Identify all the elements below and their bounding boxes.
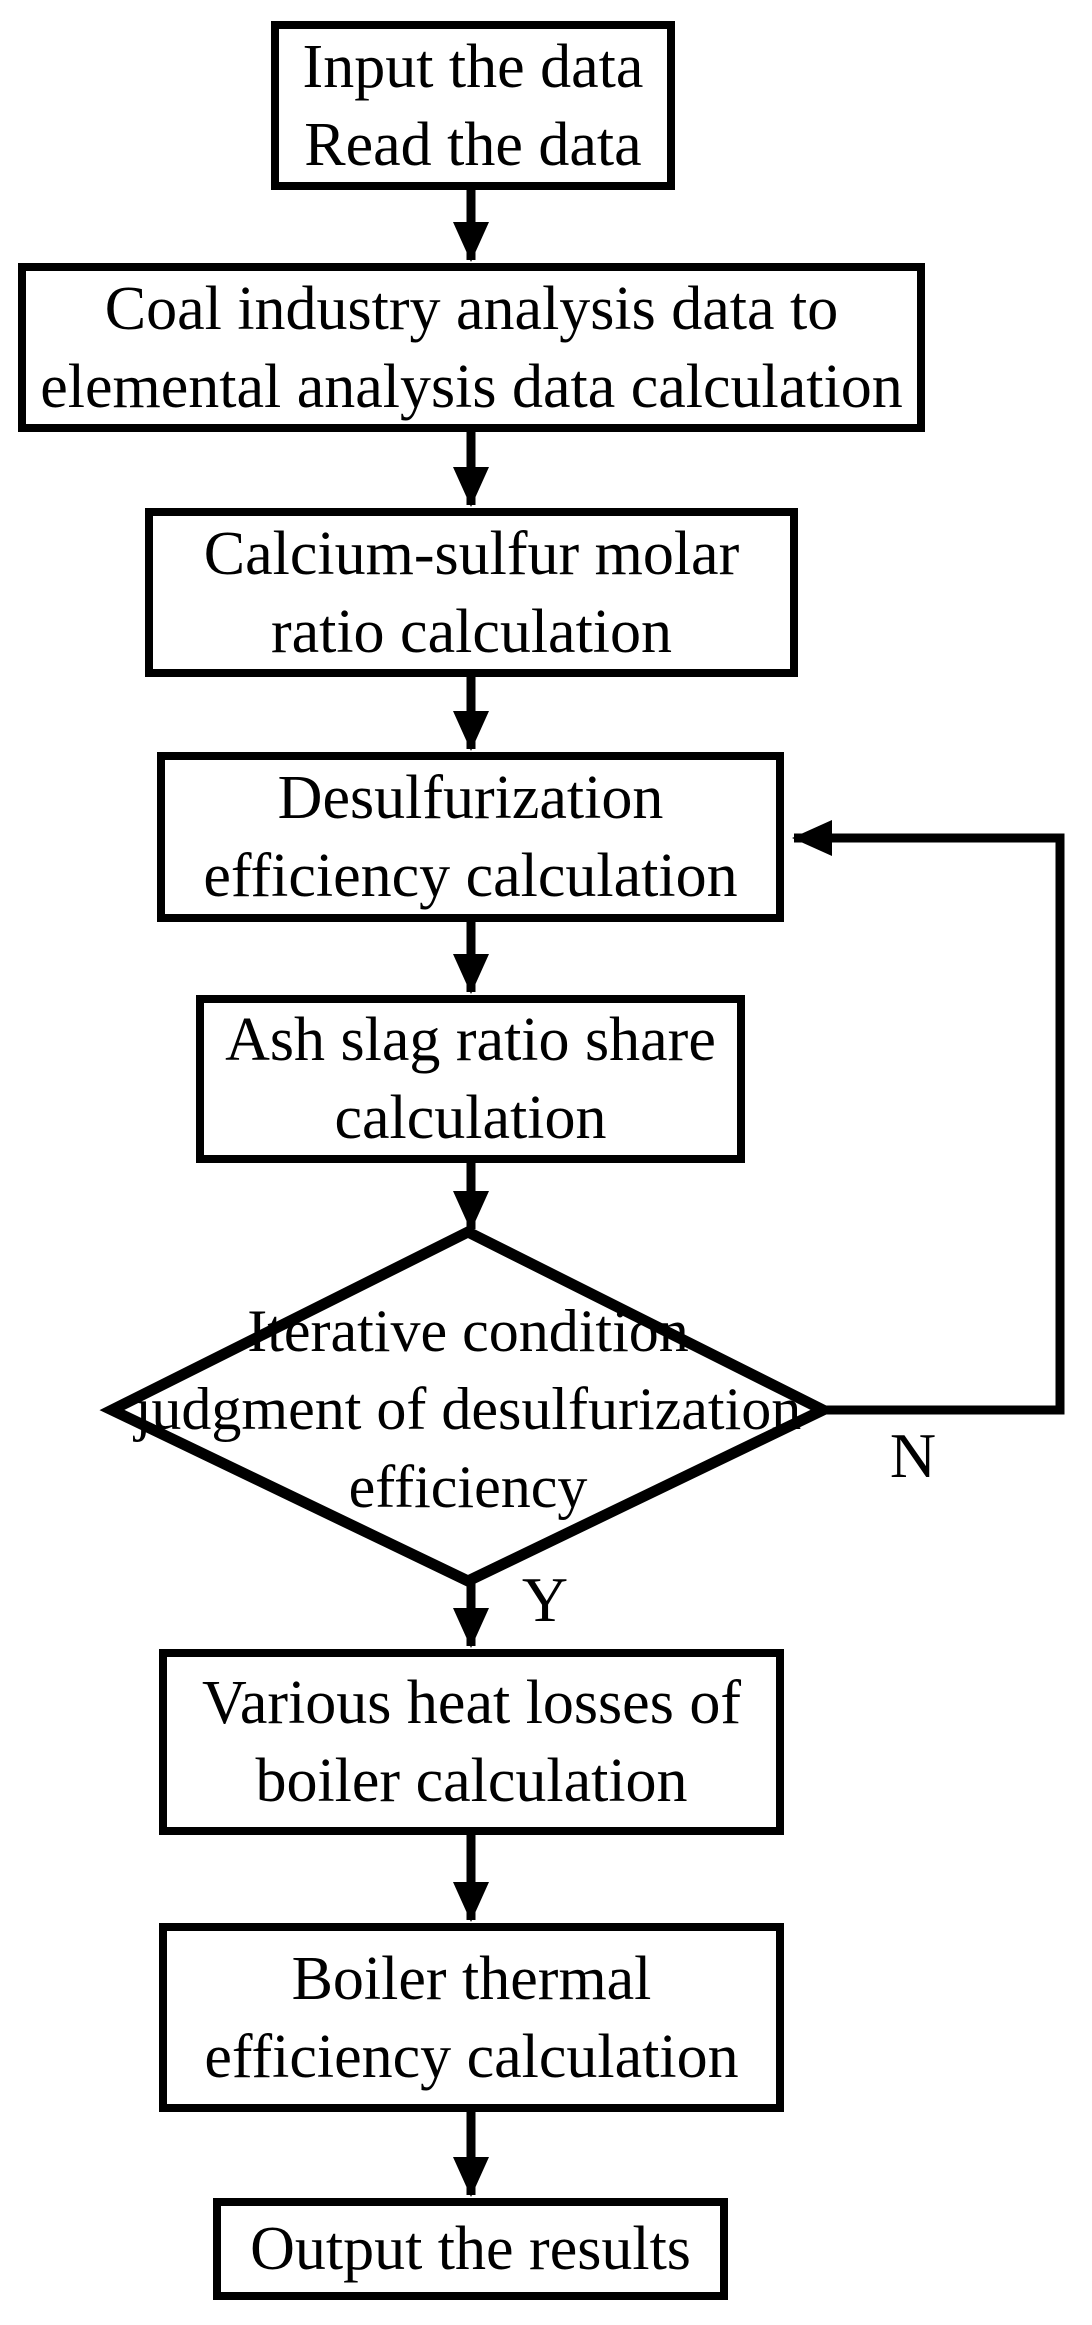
branch-label-no: N [889, 1420, 937, 1491]
node-ash-slag-ratio: Ash slag ratio share calculation [196, 995, 745, 1163]
decision-label: Iterative condition judgment of desulfur… [134, 1298, 802, 1520]
node-input-data: Input the data Read the data [271, 21, 675, 190]
edge-decision-no-feedback [792, 820, 1065, 1415]
branch-label-yes: Y [521, 1564, 569, 1635]
node-calcium-sulfur-ratio: Calcium-sulfur molar ratio calculation [145, 508, 798, 677]
decision-diamond [99, 1225, 836, 1588]
node-heat-losses: Various heat losses of boiler calculatio… [159, 1649, 784, 1835]
node-coal-analysis: Coal industry analysis data to elemental… [18, 263, 925, 432]
node-desulfurization-efficiency: Desulfurization efficiency calculation [157, 752, 784, 922]
node-output-results: Output the results [213, 2198, 728, 2300]
node-boiler-thermal-efficiency: Boiler thermal efficiency calculation [159, 1923, 784, 2112]
